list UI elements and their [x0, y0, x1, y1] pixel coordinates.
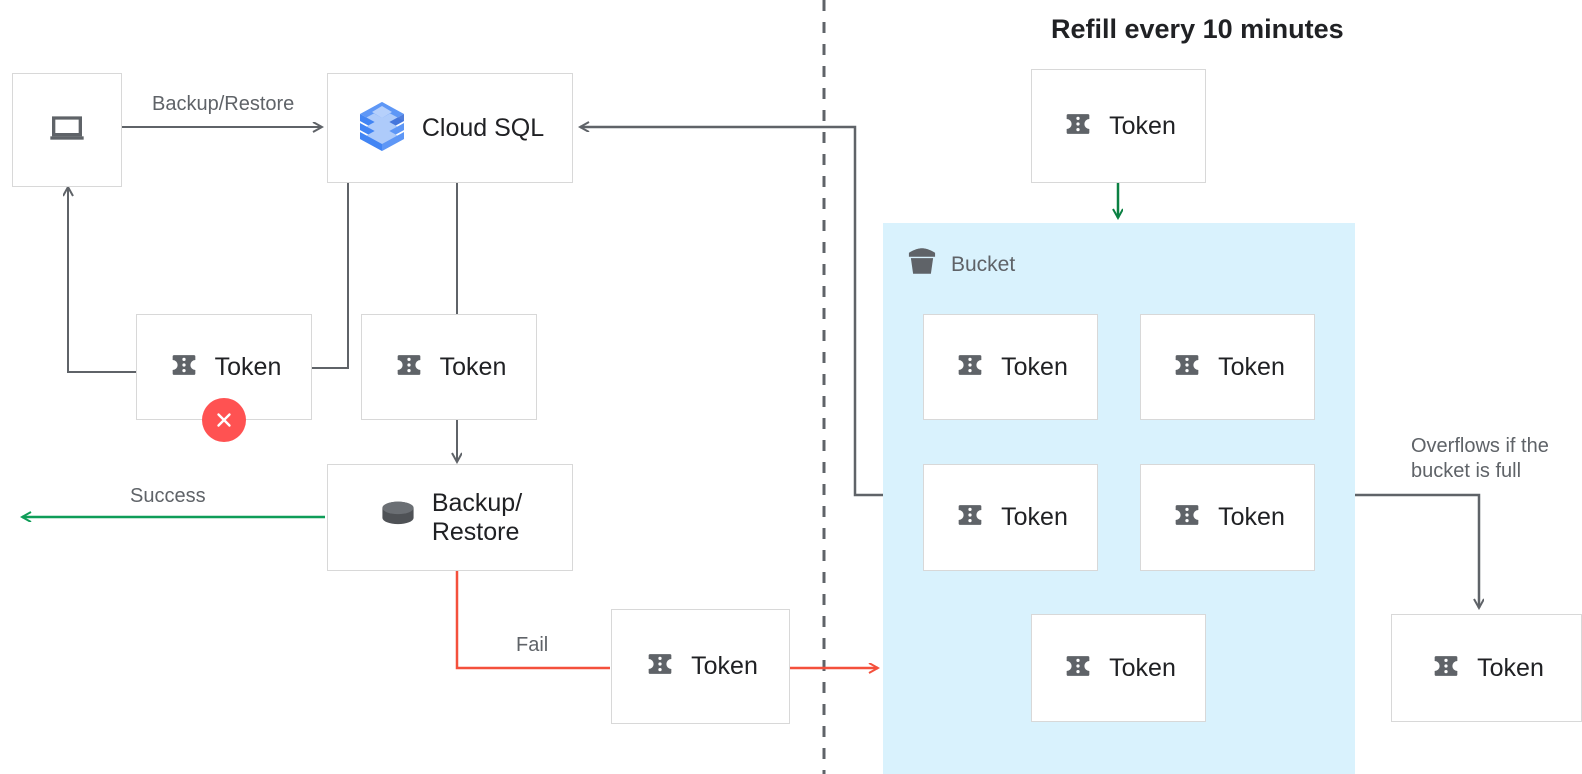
node-backup-restore-label: Backup/ Restore — [431, 489, 523, 546]
node-token-cloudsql-label: Token — [439, 352, 507, 381]
node-bucket-token-4[interactable]: Token — [1140, 464, 1315, 571]
node-bucket-token-2-label: Token — [1218, 352, 1285, 381]
token-icon — [1061, 107, 1095, 146]
database-icon — [378, 498, 418, 537]
bucket-header: Bucket — [905, 246, 1015, 283]
node-cloud-sql[interactable]: Cloud SQL — [327, 73, 573, 183]
node-bucket-token-1-label: Token — [1001, 352, 1068, 381]
bucket-icon — [905, 246, 939, 283]
node-cloud-sql-label: Cloud SQL — [421, 113, 545, 142]
token-icon — [1061, 649, 1095, 688]
page-title: Refill every 10 minutes — [1051, 14, 1344, 44]
error-badge — [202, 398, 246, 442]
node-token-failed-label: Token — [214, 352, 282, 381]
edge-label-backup-restore: Backup/Restore — [152, 93, 295, 115]
node-token-refill-label: Token — [1109, 111, 1176, 140]
cloud-sql-icon — [356, 98, 408, 159]
node-token-fail-out-label: Token — [691, 652, 758, 681]
node-bucket-token-4-label: Token — [1218, 503, 1285, 532]
node-bucket-token-3-label: Token — [1001, 503, 1068, 532]
node-token-overflow-label: Token — [1477, 653, 1544, 682]
token-icon — [1170, 348, 1204, 387]
token-icon — [167, 348, 201, 387]
edge-label-fail: Fail — [516, 634, 549, 656]
edge-label-overflow: Overflows if the bucket is full — [1411, 435, 1549, 482]
node-token-fail-out[interactable]: Token — [611, 609, 790, 724]
edge-bucket-to-cloudsql — [580, 127, 883, 497]
edge-label-success: Success — [130, 485, 206, 507]
node-backup-restore[interactable]: Backup/ Restore — [327, 464, 573, 571]
token-icon — [953, 348, 987, 387]
node-token-cloudsql[interactable]: Token — [361, 314, 537, 420]
node-bucket-token-3[interactable]: Token — [923, 464, 1098, 571]
laptop-icon — [47, 108, 87, 153]
node-bucket-token-2[interactable]: Token — [1140, 314, 1315, 420]
token-icon — [1170, 498, 1204, 537]
token-icon — [1429, 649, 1463, 688]
token-icon — [392, 348, 426, 387]
bucket-label: Bucket — [951, 252, 1016, 276]
node-bucket-token-5[interactable]: Token — [1031, 614, 1206, 722]
token-icon — [953, 498, 987, 537]
token-icon — [643, 647, 677, 686]
edge-overflow — [1355, 493, 1479, 608]
node-bucket-token-1[interactable]: Token — [923, 314, 1098, 420]
close-icon — [217, 413, 231, 427]
node-bucket-token-5-label: Token — [1109, 653, 1176, 682]
node-token-overflow[interactable]: Token — [1391, 614, 1582, 722]
node-client[interactable] — [12, 73, 122, 187]
edge-cloudsql-to-token-failed — [311, 183, 349, 369]
edge-token-to-client — [68, 187, 136, 373]
node-token-refill[interactable]: Token — [1031, 69, 1206, 183]
